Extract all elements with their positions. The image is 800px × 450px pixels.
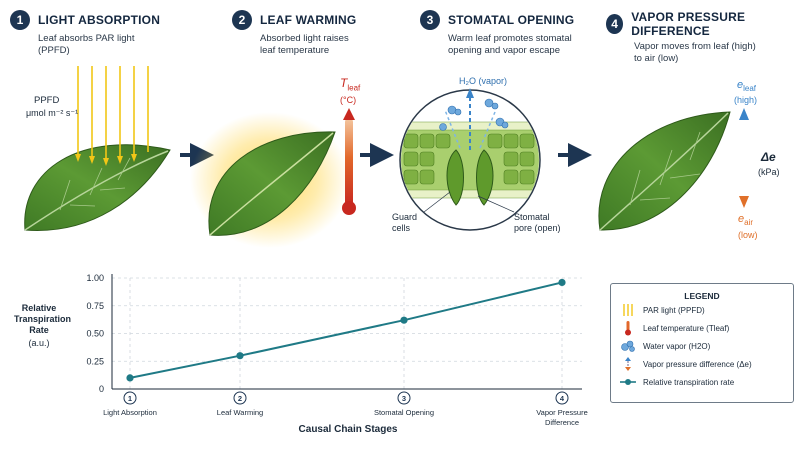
thermometer-icon	[619, 320, 637, 336]
illustration-row	[24, 66, 749, 248]
data-point-2	[236, 352, 244, 360]
y-tick-label-0: 0	[99, 384, 104, 394]
eleaf-label: eleaf	[737, 79, 757, 94]
series-line	[129, 281, 563, 379]
stage-1-header: 1 LIGHT ABSORPTION Leaf absorbs PAR ligh…	[10, 10, 188, 57]
stage-number-3: 3	[420, 10, 440, 30]
legend-item-transpiration: Relative transpiration rate	[619, 373, 793, 391]
stomatal-pore-label: Stomatal pore (open)	[514, 212, 561, 233]
stage-3-header: 3 STOMATAL OPENING Warm leaf promotes st…	[420, 10, 618, 57]
category-number-1: 1	[128, 394, 132, 403]
ppfd-unit-label: μmol m⁻² s⁻¹	[26, 108, 79, 118]
stage-desc-4: Vapor moves from leaf (high) to air (low…	[634, 41, 756, 64]
category-number-2: 2	[238, 394, 242, 403]
data-point-1	[126, 374, 134, 382]
vapor-gradient-arrow-icon	[739, 108, 749, 208]
legend-title: LEGEND	[684, 291, 720, 301]
y-tick-label-1: 0.25	[86, 356, 104, 366]
category-badge-2	[233, 391, 247, 405]
stomata-cross-section	[399, 89, 541, 231]
category-label-4: Vapor Pressure	[536, 408, 588, 417]
stage-number-1: 1	[10, 10, 30, 30]
category-badge-1	[123, 391, 137, 405]
stage-4-header: 4 VAPOR PRESSURE DIFFERENCE Vapor moves …	[606, 10, 800, 65]
stage-desc-2: Absorbed light raises leaf temperature	[260, 33, 349, 56]
chart-marks	[126, 278, 566, 382]
category-badge-3	[397, 391, 411, 405]
light-rays-icon	[619, 302, 637, 318]
y-tick-label-3: 0.75	[86, 301, 104, 311]
stage-title-2: LEAF WARMING	[260, 13, 357, 27]
leaf-1-icon	[24, 144, 171, 231]
eair-label: eair	[738, 213, 754, 228]
category-number-3: 3	[402, 394, 406, 403]
stage-desc-3: Warm leaf promotes stomatal opening and …	[448, 33, 572, 56]
category-label-4-line2: Difference	[545, 418, 579, 427]
legend: LEGEND PAR light (PPFD) Leaf temperature…	[610, 283, 794, 403]
category-label-1: Light Absorption	[103, 408, 157, 417]
stage-2-header: 2 LEAF WARMING Absorbed light raises lea…	[232, 10, 410, 57]
ppfd-label: PPFD	[34, 95, 60, 106]
category-label-2: Leaf Warming	[217, 408, 263, 417]
delta-e-unit-label: (kPa)	[758, 167, 780, 177]
thermometer-icon	[342, 108, 356, 215]
eair-level-label: (low)	[738, 230, 758, 240]
leaf-2-icon	[208, 131, 336, 236]
delta-e-label: Δe	[761, 150, 776, 164]
eleaf-level-label: (high)	[734, 95, 758, 105]
legend-item-light: PAR light (PPFD)	[619, 301, 793, 319]
stage-title-3: STOMATAL OPENING	[448, 13, 575, 27]
leaf-4-icon	[598, 111, 731, 231]
stage-title-4: VAPOR PRESSURE DIFFERENCE	[631, 10, 746, 38]
stage-number-4: 4	[606, 14, 624, 34]
stage-number-2: 2	[232, 10, 252, 30]
stage-title-1: LIGHT ABSORPTION	[38, 13, 161, 27]
water-vapor-icon	[619, 338, 637, 354]
h2o-vapor-label: H₂O (vapor)	[459, 76, 508, 86]
x-axis-label: Causal Chain Stages	[298, 424, 398, 435]
light-rays-icon	[75, 66, 149, 166]
y-tick-label-4: 1.00	[86, 273, 104, 283]
tleaf-label: Tleaf	[340, 76, 361, 93]
data-point-4	[558, 278, 566, 287]
tleaf-unit-label: (°C)	[340, 95, 357, 105]
y-tick-label-2: 0.50	[86, 329, 104, 339]
guard-cells-label: Guard cells	[392, 212, 418, 233]
data-point-3	[400, 316, 408, 324]
water-vapor-icon	[439, 88, 509, 150]
legend-item-water-vapor: Water vapor (H2O)	[619, 337, 793, 355]
vapor-gradient-arrow-icon	[619, 356, 637, 372]
line-marker-icon	[619, 374, 637, 390]
stage-desc-1: Leaf absorbs PAR light (PPFD)	[38, 33, 135, 56]
legend-item-temperature: Leaf temperature (Tleaf)	[619, 319, 793, 337]
category-badge-4	[555, 391, 569, 405]
category-label-3: Stomatal Opening	[374, 408, 434, 417]
legend-item-vapor-difference: Vapor pressure difference (Δe)	[619, 355, 793, 373]
category-number-4: 4	[560, 394, 565, 403]
